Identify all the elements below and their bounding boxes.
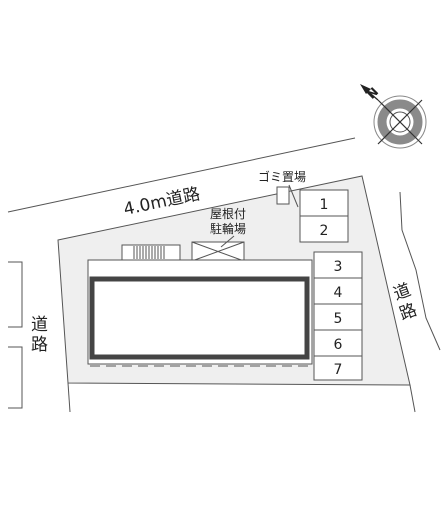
parking-space-3 xyxy=(313,251,363,279)
parking-space-5 xyxy=(313,303,363,331)
site-boundary-right-extension xyxy=(409,384,416,413)
garbage-area xyxy=(276,186,290,205)
compass-needle-2 xyxy=(377,99,423,145)
left-road-edge-lower xyxy=(8,346,23,409)
left-road-label-2: 路 xyxy=(31,335,48,355)
parking-space-7-label: 7 xyxy=(334,362,343,378)
parking-space-1 xyxy=(299,189,349,217)
parking-group-top: 1 2 xyxy=(299,189,349,243)
parking-space-6-label: 6 xyxy=(334,337,343,353)
compass: N xyxy=(360,84,427,149)
bicycle-parking-cross-2 xyxy=(191,241,245,262)
parking-space-5-label: 5 xyxy=(334,311,343,327)
right-road-label-1: 道 xyxy=(391,280,414,305)
site-boundary-left-extension xyxy=(67,382,71,413)
parking-space-3-label: 3 xyxy=(334,259,343,275)
parking-space-2 xyxy=(299,215,349,243)
left-road-label-1: 道 xyxy=(31,315,48,335)
garbage-area-label: ゴミ置場 xyxy=(258,169,306,184)
parking-space-7 xyxy=(313,355,363,381)
stairs xyxy=(121,244,181,261)
building xyxy=(89,276,310,360)
bicycle-parking-leader xyxy=(220,235,235,248)
compass-north-shaft xyxy=(363,87,379,101)
garbage-area-leader xyxy=(288,184,299,208)
bicycle-parking-label-2: 駐輪場 xyxy=(210,221,246,236)
left-road-edge-upper xyxy=(8,261,23,328)
bicycle-parking-label-1: 屋根付 xyxy=(210,207,246,221)
parking-space-4 xyxy=(313,277,363,305)
parking-space-4-label: 4 xyxy=(334,285,343,301)
parking-space-6 xyxy=(313,329,363,357)
parking-space-2-label: 2 xyxy=(320,223,329,239)
stair-steps xyxy=(133,246,165,259)
top-road-line xyxy=(7,137,356,213)
parking-space-1-label: 1 xyxy=(320,197,329,213)
compass-middle-ring xyxy=(377,99,423,145)
right-road-label-2: 路 xyxy=(397,300,420,325)
right-road-line xyxy=(399,191,441,351)
parking-group-right: 3 4 5 6 7 xyxy=(313,251,363,381)
